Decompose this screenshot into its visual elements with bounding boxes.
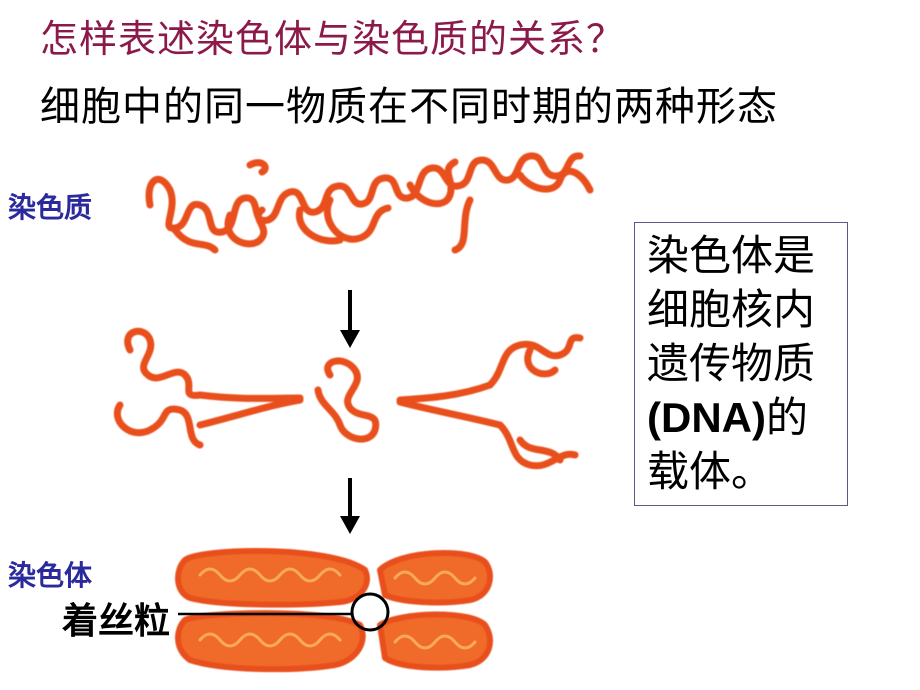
condensing-strand <box>113 327 584 470</box>
definition-line-3: 遗传物质 <box>647 339 816 388</box>
definition-box: 染色体是 细胞核内 遗传物质 (DNA)的 载体。 <box>634 222 848 506</box>
dna-term: (DNA) <box>647 394 766 441</box>
definition-line-4-rest: 的 <box>765 393 808 442</box>
chromosome-label: 染色体 <box>8 559 93 592</box>
down-arrow-1 <box>340 290 360 348</box>
definition-line-1: 染色体是 <box>647 231 816 280</box>
definition-line-5: 载体。 <box>647 447 774 496</box>
chromatin-label: 染色质 <box>8 191 93 224</box>
chromatin-strand <box>145 152 594 254</box>
definition-line-4: (DNA)的 <box>647 391 837 445</box>
question-title: 怎样表述染色体与染色质的关系？ <box>40 17 626 61</box>
chromosome-texture <box>198 567 477 650</box>
centromere-label: 着丝粒 <box>62 601 171 642</box>
down-arrow-2 <box>340 478 360 534</box>
subtitle: 细胞中的同一物质在不同时期的两种形态 <box>40 84 778 130</box>
centromere-marker <box>350 592 390 632</box>
definition-line-2: 细胞核内 <box>647 285 816 334</box>
